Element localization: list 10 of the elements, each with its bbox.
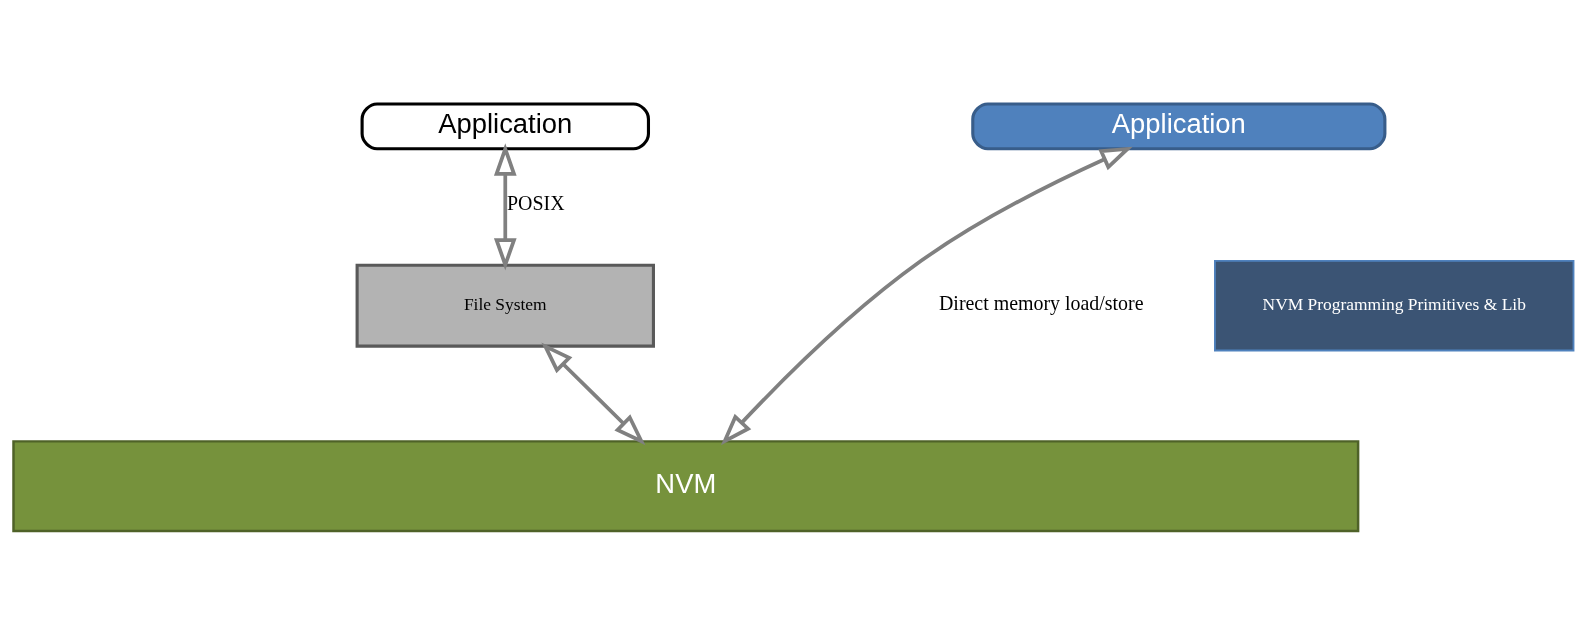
arrow bbox=[493, 143, 517, 271]
node-box: NVM Programming Primitives & Lib bbox=[1214, 259, 1575, 352]
node-box: Application bbox=[360, 102, 650, 151]
arrow bbox=[541, 342, 646, 446]
node-box: Application bbox=[971, 102, 1387, 151]
node-box: File System bbox=[355, 263, 655, 348]
edge-label: Direct memory load/store bbox=[938, 292, 1144, 315]
arrow bbox=[720, 146, 1133, 446]
node-box: NVM bbox=[12, 440, 1360, 533]
edge-label: POSIX bbox=[507, 191, 565, 214]
